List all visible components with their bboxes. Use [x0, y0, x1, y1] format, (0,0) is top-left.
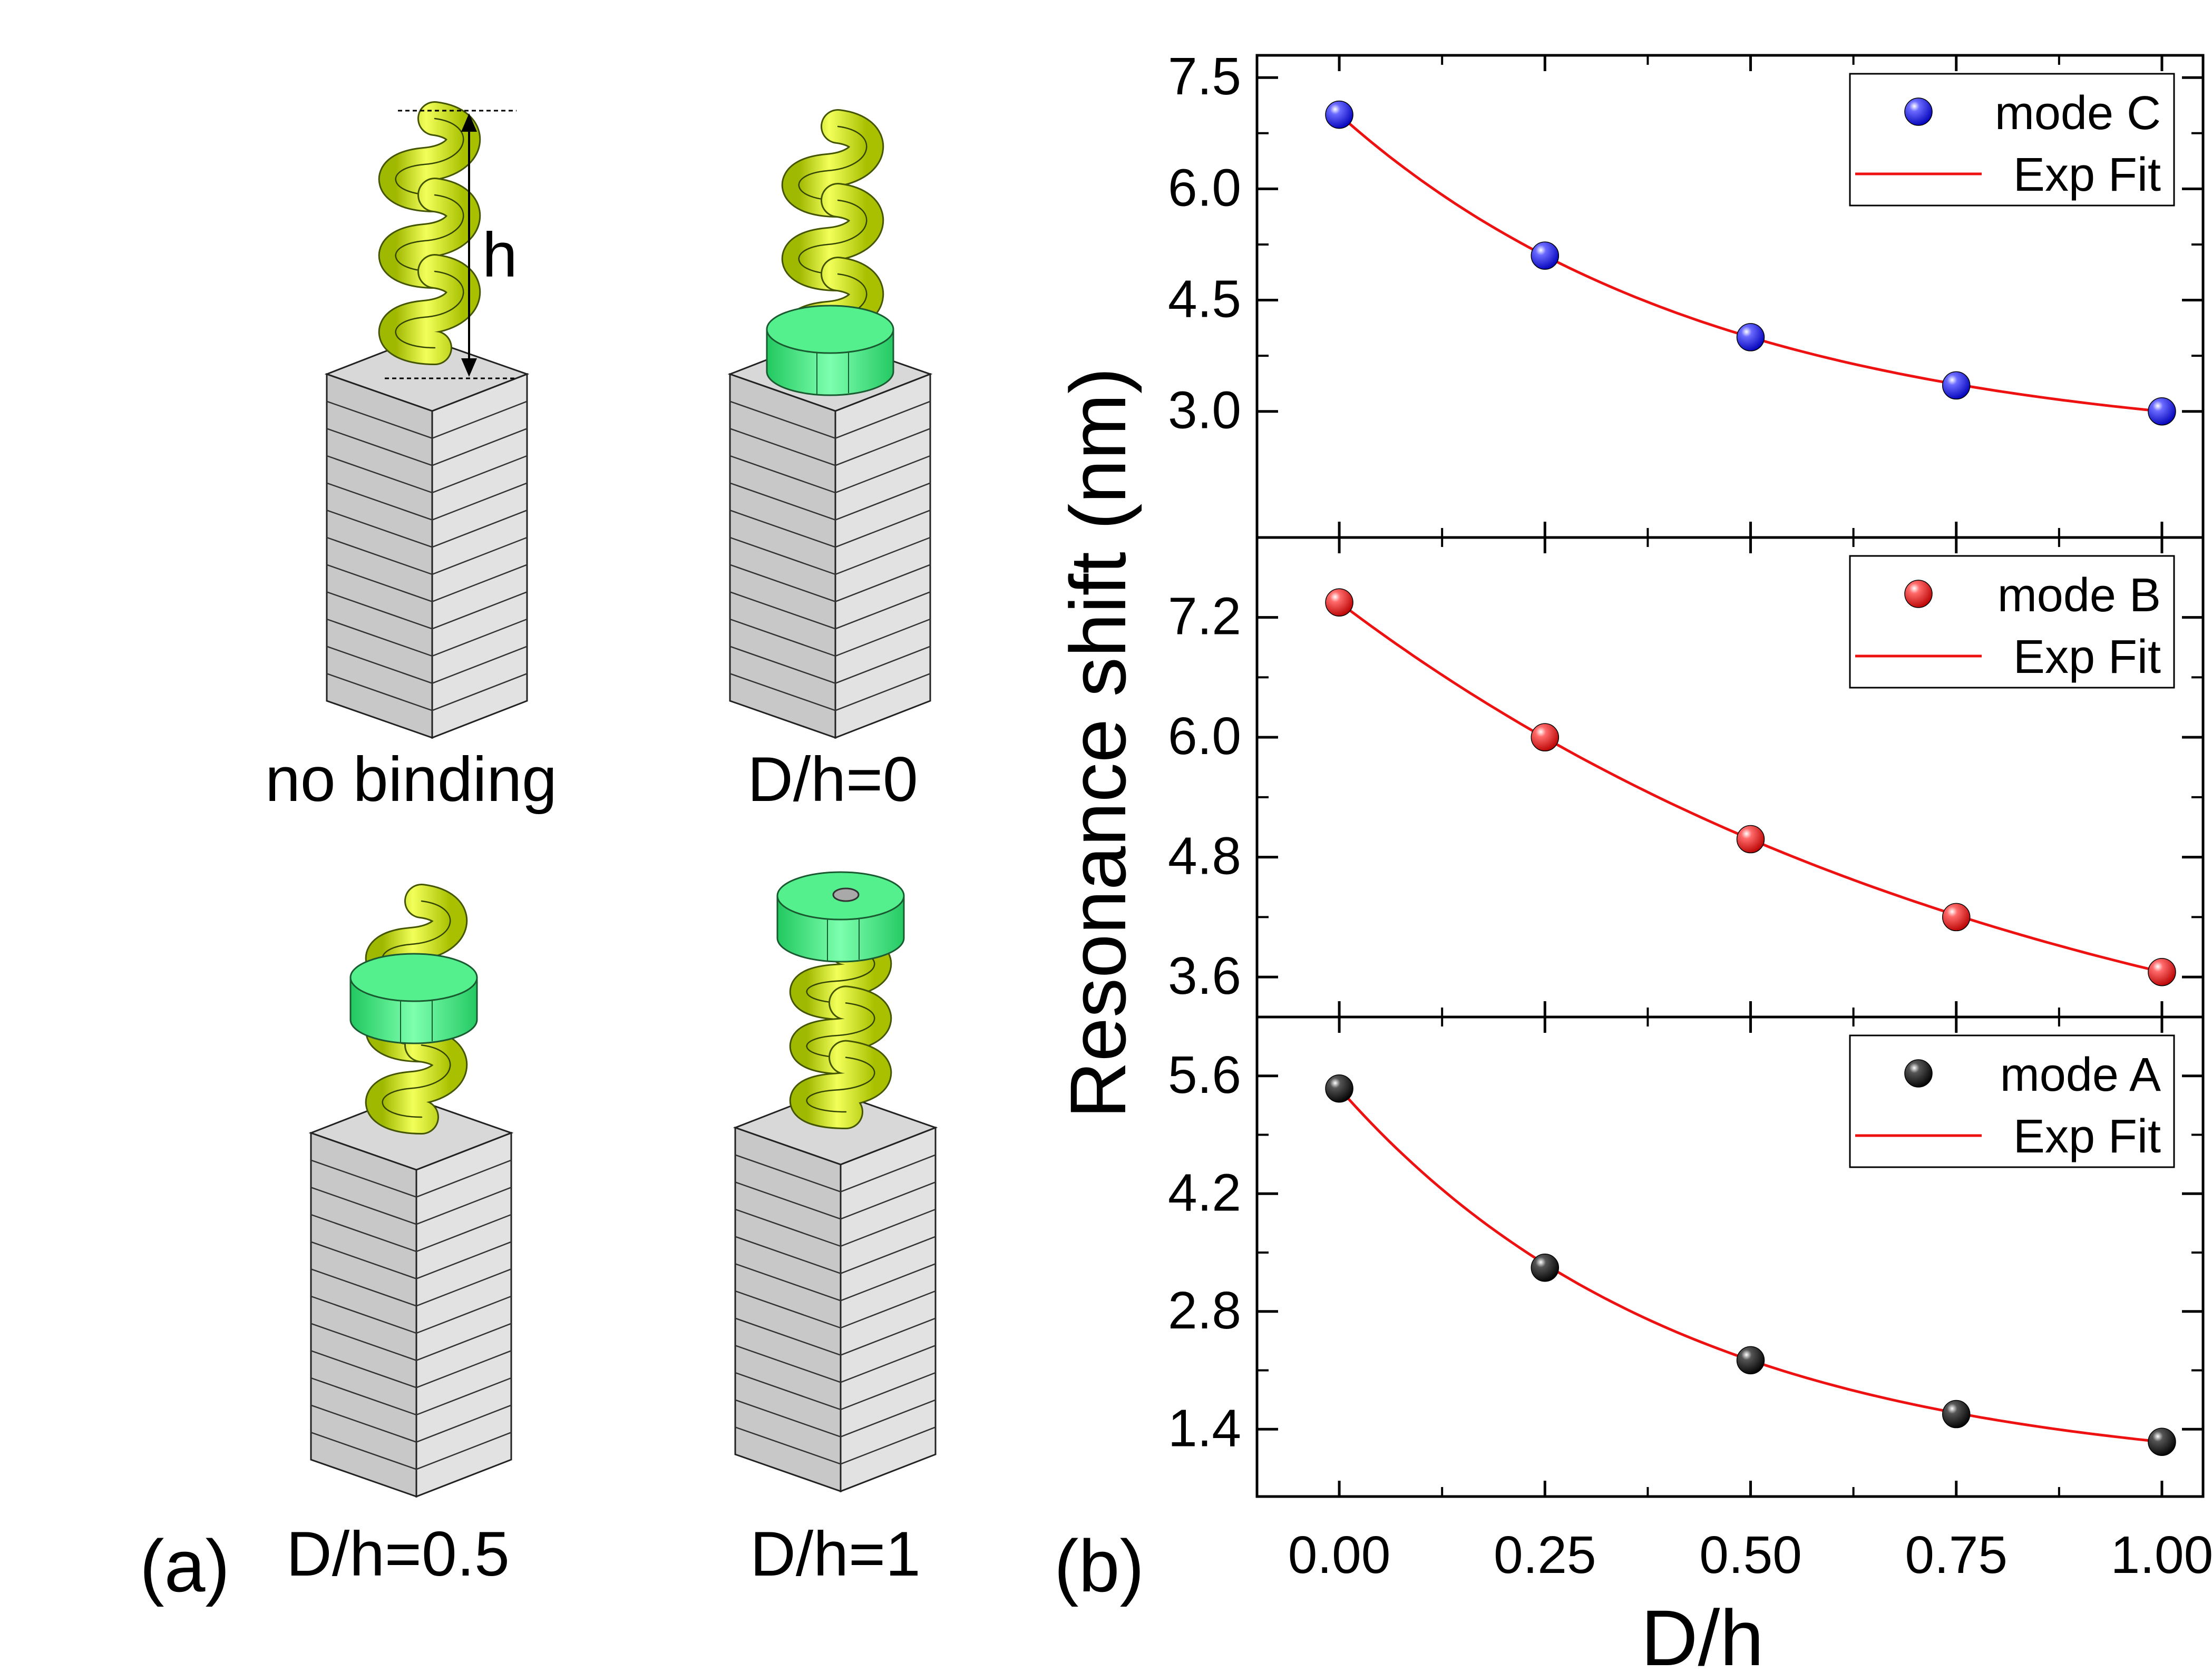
x-tick-label: 0.50	[1699, 1526, 1802, 1585]
data-point-mode-a	[1942, 1400, 1971, 1429]
ring-dh-0-5	[349, 953, 478, 1044]
helix-no-binding	[378, 101, 481, 365]
caption-dh-0-5: D/h=0.5	[286, 1519, 510, 1589]
height-dimension	[385, 110, 517, 379]
y-tick-label: 7.2	[1168, 587, 1241, 646]
panel-a-illustrations	[308, 101, 938, 1498]
x-tick-label: 0.75	[1905, 1526, 2008, 1585]
legend-series-label: mode B	[1997, 569, 2161, 622]
data-point-mode-c	[1325, 100, 1353, 129]
data-point-mode-c	[1531, 241, 1560, 270]
data-point-mode-a	[1736, 1346, 1765, 1375]
data-point-mode-b	[1736, 825, 1765, 854]
y-tick-label: 1.4	[1168, 1399, 1241, 1458]
pillar-dh-1	[733, 1090, 938, 1493]
data-point-mode-b	[2148, 957, 2176, 986]
legend-marker	[1904, 580, 1933, 608]
data-point-mode-a	[2148, 1427, 2176, 1456]
y-tick-label: 3.6	[1168, 946, 1241, 1005]
data-point-mode-c	[1736, 323, 1765, 351]
height-symbol: h	[482, 220, 518, 290]
data-point-mode-a	[1531, 1254, 1560, 1282]
data-point-mode-b	[1942, 903, 1971, 932]
legend-marker	[1904, 97, 1933, 126]
y-tick-label: 3.0	[1168, 381, 1241, 440]
y-tick-label: 5.6	[1168, 1045, 1241, 1104]
legend-mode-a: mode A Exp Fit	[1849, 1034, 2175, 1168]
legend-marker	[1904, 1059, 1933, 1088]
x-tick-label: 0.00	[1288, 1526, 1391, 1585]
subplot-mode-c: 3.0 4.5 6.0 7.5 mode C Exp Fit	[1168, 47, 2205, 539]
data-point-mode-b	[1531, 723, 1560, 751]
caption-dh-0: D/h=0	[747, 744, 918, 815]
legend-fit-label: Exp Fit	[2013, 631, 2161, 683]
ring-dh-0	[766, 305, 894, 396]
data-point-mode-c	[2148, 397, 2176, 426]
pillar-dh-0-5	[308, 1095, 514, 1498]
pillar-dh-0	[727, 336, 933, 739]
y-tick-label: 7.5	[1168, 47, 1241, 106]
plot-frame-mode-a	[1255, 1015, 2205, 1498]
x-tick-label: 0.25	[1494, 1526, 1596, 1585]
legend-box	[1849, 555, 2175, 689]
pillar-no-binding	[324, 336, 530, 739]
legend-series-label: mode A	[2000, 1049, 2161, 1101]
data-point-mode-b	[1325, 588, 1353, 617]
panel-b-label: (b)	[1054, 1524, 1144, 1607]
legend-mode-b: mode B Exp Fit	[1849, 555, 2175, 689]
caption-no-binding: no binding	[265, 744, 557, 815]
legend-series-label: mode C	[1995, 87, 2161, 140]
y-tick-label: 6.0	[1168, 158, 1241, 217]
y-tick-label: 2.8	[1168, 1281, 1241, 1340]
y-tick-label: 6.0	[1168, 707, 1241, 766]
data-point-mode-a	[1325, 1074, 1353, 1103]
x-tick-label: 1.00	[2111, 1526, 2212, 1585]
panel-b-charts: 3.0 4.5 6.0 7.5 mode C Exp Fit 3.6 4.8 6.0 7.2 mod…	[1168, 47, 2212, 1585]
subplot-mode-b: 3.6 4.8 6.0 7.2 mode B Exp Fit	[1168, 536, 2205, 1019]
y-axis-title: Resonance shift (nm)	[1054, 367, 1142, 1119]
caption-dh-1: D/h=1	[750, 1519, 921, 1589]
legend-box	[1849, 73, 2175, 207]
legend-box	[1849, 1034, 2175, 1168]
legend-mode-c: mode C Exp Fit	[1849, 73, 2175, 207]
y-tick-label: 4.5	[1168, 270, 1241, 329]
y-tick-label: 4.2	[1168, 1163, 1241, 1222]
ring-dh-1	[776, 871, 905, 963]
legend-fit-label: Exp Fit	[2013, 149, 2161, 201]
x-axis-title: D/h	[1641, 1593, 1763, 1672]
y-tick-label: 4.8	[1168, 827, 1241, 886]
panel-a-label: (a)	[140, 1524, 230, 1607]
subplot-mode-a: 1.4 2.8 4.2 5.6 mode A Exp Fit	[1168, 1015, 2205, 1498]
legend-fit-label: Exp Fit	[2013, 1110, 2161, 1163]
data-point-mode-c	[1942, 371, 1971, 400]
helix-dh-1	[790, 931, 892, 1129]
